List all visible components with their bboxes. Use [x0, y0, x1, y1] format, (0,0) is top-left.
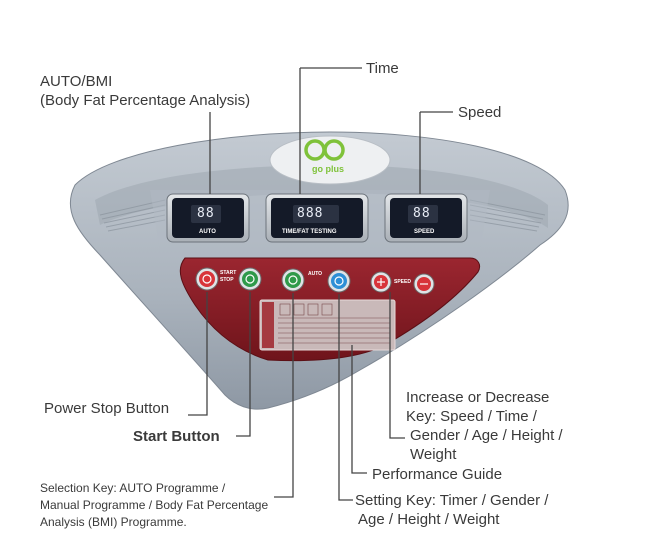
- callout-power-stop: Power Stop Button: [44, 400, 170, 417]
- callout-setting-line1: Setting Key: Timer / Gender /: [355, 492, 549, 509]
- power-stop-button: [195, 267, 219, 291]
- callout-selection-line1: Selection Key: AUTO Programme /: [40, 481, 226, 495]
- start-button: [238, 267, 262, 291]
- callout-increase-line3: Gender / Age / Height /: [410, 427, 563, 444]
- callout-time: Time: [366, 60, 399, 77]
- auto-panel-label: AUTO: [308, 271, 323, 277]
- speed-display: [384, 193, 468, 243]
- callout-selection-line2: Manual Programme / Body Fat Percentage: [40, 498, 269, 512]
- callout-setting-key: Setting Key: Timer / Gender / Age / Heig…: [355, 491, 548, 529]
- callout-performance-guide: Performance Guide: [372, 466, 503, 483]
- callout-increase-line4: Weight: [410, 446, 457, 463]
- callout-selection-line3: Analysis (BMI) Programme.: [40, 515, 187, 529]
- auto-display-label: AUTO: [199, 229, 216, 235]
- time-display: [265, 193, 369, 243]
- performance-guide: [259, 299, 396, 351]
- speed-display-label: SPEED: [414, 229, 435, 235]
- start-stop-panel-label: START STOP: [220, 270, 237, 283]
- callout-increase-line2: Key: Speed / Time /: [406, 408, 537, 425]
- auto-display: [166, 193, 250, 243]
- callout-auto-bmi-line1: AUTO/BMI: [40, 73, 113, 90]
- callout-increase-line1: Increase or Decrease: [406, 389, 550, 406]
- speed-panel-label: SPEED: [394, 279, 411, 285]
- decrease-button: [413, 273, 435, 295]
- time-display-digits: 888: [297, 206, 324, 221]
- time-display-label: TIME/FAT TESTING: [282, 229, 337, 235]
- callout-increase-decrease: Increase or Decrease Key: Speed / Time /…: [406, 388, 563, 464]
- speed-display-digits: 88: [413, 206, 431, 221]
- callout-selection-key: Selection Key: AUTO Programme / Manual P…: [40, 480, 268, 531]
- logo-subtext: go plus: [312, 164, 344, 174]
- increase-button: [370, 271, 392, 293]
- callout-auto-bmi-line2: (Body Fat Percentage Analysis): [40, 92, 251, 109]
- callout-setting-line2: Age / Height / Weight: [358, 511, 500, 528]
- callout-start: Start Button: [133, 428, 220, 445]
- setting-button: [327, 269, 351, 293]
- callout-auto-bmi: AUTO/BMI (Body Fat Percentage Analysis): [40, 72, 250, 110]
- leader-lines: [188, 67, 453, 501]
- auto-display-digits: 88: [197, 206, 215, 221]
- callout-speed: Speed: [458, 104, 502, 121]
- selection-button: [281, 268, 305, 292]
